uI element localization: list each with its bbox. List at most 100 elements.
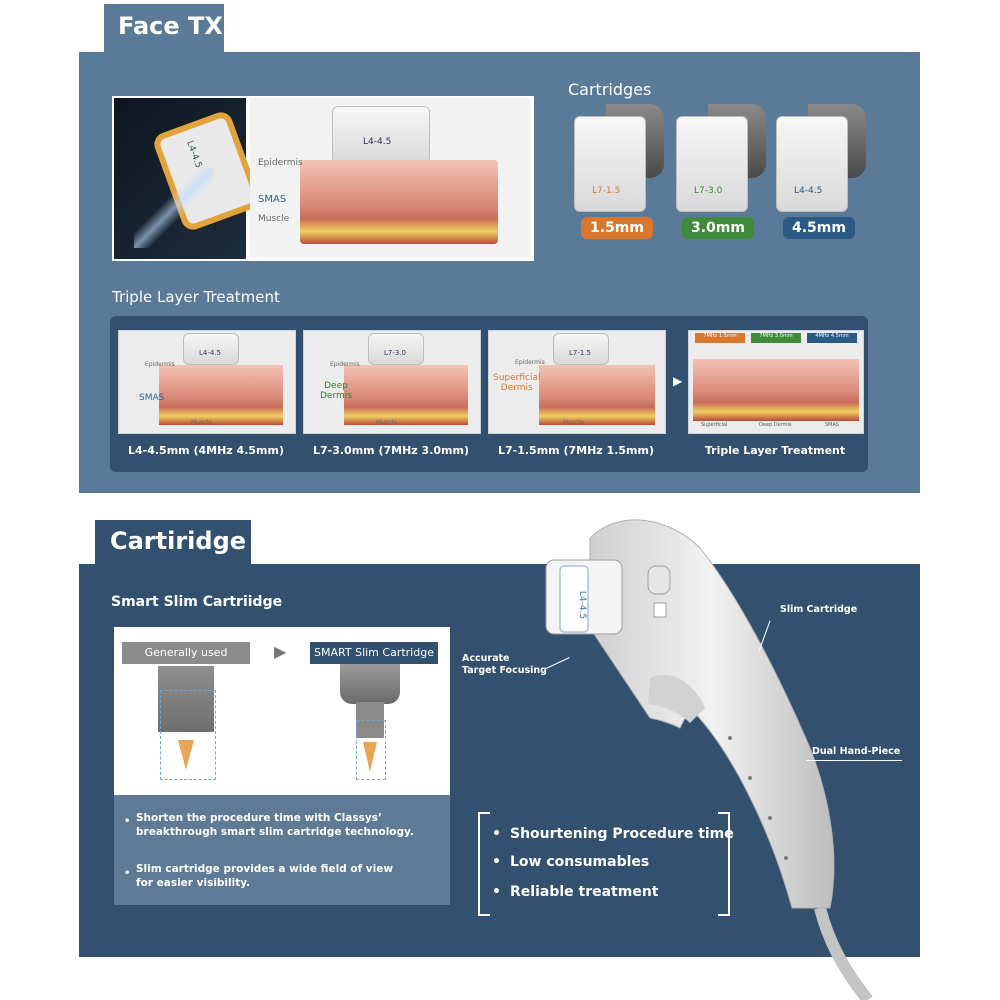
cartridge-on-skin: L4-4.5 xyxy=(332,106,430,164)
ultrasound-beams xyxy=(134,168,214,248)
triple-final-head-2: 7MHz 3.0mm xyxy=(751,333,801,343)
cartridge-3-body xyxy=(776,116,848,212)
ultrasound-diagram: L4-4.5 L4-4.5 Epidermis SMAS Muscle xyxy=(112,96,534,261)
benefits-bracket-right xyxy=(718,812,730,916)
triple-item-2-label: Deep Dermis xyxy=(320,381,352,401)
cartridge-2: L7-3.0 xyxy=(672,102,768,212)
triple-final-image: 7MHz 1.5mm 7MHz 3.0mm 4MHz 4.5mm Superfi… xyxy=(688,330,864,434)
notes-box xyxy=(114,795,450,905)
triple-layer-heading: Triple Layer Treatment xyxy=(112,288,280,306)
triple-item-1-skin xyxy=(159,365,283,425)
cartridge-size-2: 3.0mm xyxy=(682,217,754,239)
handpiece-dark-photo: L4-4.5 xyxy=(114,98,263,259)
triple-arrow-icon: ▶ xyxy=(673,374,683,388)
cartridge-1: L7-1.5 xyxy=(570,102,666,212)
label-smas: SMAS xyxy=(258,194,287,205)
callout-dual-line xyxy=(806,760,902,761)
generic-cartridge-view xyxy=(160,690,216,780)
smart-slim-heading: Smart Slim Cartriidge xyxy=(111,594,283,610)
handpiece-cable xyxy=(814,906,873,1000)
handpiece-grip xyxy=(648,674,705,723)
triple-item-1-top-label: Epidermis xyxy=(145,361,175,368)
cartridge-on-skin-label: L4-4.5 xyxy=(363,137,392,147)
handpiece-dot-2 xyxy=(748,776,752,780)
cartridge-tab xyxy=(95,520,251,564)
callout-slim: Slim Cartridge xyxy=(780,604,858,615)
triple-item-1-cartridge xyxy=(183,333,239,365)
note-1-bullet: • xyxy=(124,816,131,827)
triple-item-1-bottom-label: Muscle xyxy=(191,419,212,426)
triple-item-1-cart-label: L4-4.5 xyxy=(199,349,222,357)
cartridge-3: L4-4.5 xyxy=(772,102,868,212)
cartridge-title: Cartiridge xyxy=(110,527,247,555)
triple-item-1-image: L4-4.5 Epidermis SMAS Muscle xyxy=(118,330,296,434)
handpiece-tip-label: L4-4.5 xyxy=(184,139,204,170)
triple-item-2-cartridge xyxy=(368,333,424,365)
triple-item-2-top-label: Epidermis xyxy=(330,361,360,368)
triple-item-3-top-label: Epidermis xyxy=(515,359,545,366)
triple-item-2-cart-label: L7-3.0 xyxy=(384,349,407,357)
benefit-3-bullet: • xyxy=(492,884,501,900)
note-2: Slim cartridge provides a wide field of … xyxy=(136,863,394,889)
slim-cartridge-shape xyxy=(340,664,400,704)
compare-arrow-icon: ▶ xyxy=(274,642,287,661)
triple-item-3-bottom-label: Muscle xyxy=(563,419,584,426)
handpiece-cartridge-label: L4-4.5 xyxy=(577,590,588,620)
triple-item-2-skin xyxy=(344,365,468,425)
triple-item-2-image: L7-3.0 Epidermis Deep Dermis Muscle xyxy=(303,330,481,434)
handpiece-body xyxy=(589,519,835,909)
triple-item-3-image: L7-1.5 Epidermis Superficial Dermis Musc… xyxy=(488,330,666,434)
generic-cartridge-shape xyxy=(158,666,214,732)
handpiece-button xyxy=(647,565,671,595)
triple-final-head-1: 7MHz 1.5mm xyxy=(695,333,745,343)
benefit-1-bullet: • xyxy=(492,826,501,842)
cartridge-3-label: L4-4.5 xyxy=(794,186,823,196)
triple-final-caption: Triple Layer Treatment xyxy=(704,444,846,457)
cartridge-2-body xyxy=(676,116,748,212)
triple-item-3-caption: L7-1.5mm (7MHz 1.5mm) xyxy=(498,444,654,457)
skin-block-photo: L4-4.5 Epidermis SMAS Muscle xyxy=(250,98,530,257)
benefit-3: Reliable treatment xyxy=(510,884,659,900)
label-muscle: Muscle xyxy=(258,214,290,224)
note-1: Shorten the procedure time with Classys’… xyxy=(136,812,414,838)
triple-item-3-cart-label: L7-1.5 xyxy=(569,349,592,357)
handpiece-dot-3 xyxy=(768,816,772,820)
compare-left-label: Generally used xyxy=(122,642,250,664)
cartridges-heading: Cartridges xyxy=(568,80,652,99)
triple-item-3-skin xyxy=(539,365,655,425)
cartridge-size-3: 4.5mm xyxy=(783,217,855,239)
handpiece-cartridge-tip xyxy=(559,565,589,633)
triple-final-layer-1: Superficial xyxy=(701,422,728,428)
note-2-bullet: • xyxy=(124,868,131,879)
slim-beam xyxy=(363,742,377,772)
cartridge-size-1: 1.5mm xyxy=(581,217,653,239)
triple-final-layer-3: SMAS xyxy=(825,422,840,428)
triple-final-layer-2: Deep Dermis xyxy=(759,422,792,428)
face-tx-tab xyxy=(104,4,224,52)
skin-layers xyxy=(300,160,498,244)
triple-final-skin xyxy=(693,359,859,421)
benefit-2-bullet: • xyxy=(492,854,501,870)
generic-beam xyxy=(178,740,194,770)
compare-right-label: SMART Slim Cartridge xyxy=(310,642,438,664)
cartridge-1-body xyxy=(574,116,646,212)
triple-item-3-label: Superficial Dermis xyxy=(493,373,541,393)
face-tx-title: Face TX xyxy=(118,12,223,40)
handpiece-dot-4 xyxy=(784,856,788,860)
benefit-2: Low consumables xyxy=(510,854,650,870)
callout-accurate: Accurate Target Focusing xyxy=(462,653,547,676)
cartridge-1-label: L7-1.5 xyxy=(592,186,621,196)
cartridge-2-label: L7-3.0 xyxy=(694,186,723,196)
slim-cartridge-view xyxy=(356,720,386,780)
benefits-bracket-left xyxy=(478,812,490,916)
handpiece-dot-1 xyxy=(728,736,732,740)
benefit-1: Shourtening Procedure time xyxy=(510,826,734,842)
triple-final-head-3: 4MHz 4.5mm xyxy=(807,333,857,343)
triple-item-2-bottom-label: Muscle xyxy=(376,419,397,426)
triple-item-1-caption: L4-4.5mm (4MHz 4.5mm) xyxy=(128,444,284,457)
triple-item-1-label: SMAS xyxy=(139,393,165,403)
callout-dual: Dual Hand-Piece xyxy=(812,746,901,757)
triple-item-3-cartridge xyxy=(553,333,609,365)
triple-item-2-caption: L7-3.0mm (7MHz 3.0mm) xyxy=(313,444,469,457)
handpiece-slot xyxy=(653,602,667,618)
